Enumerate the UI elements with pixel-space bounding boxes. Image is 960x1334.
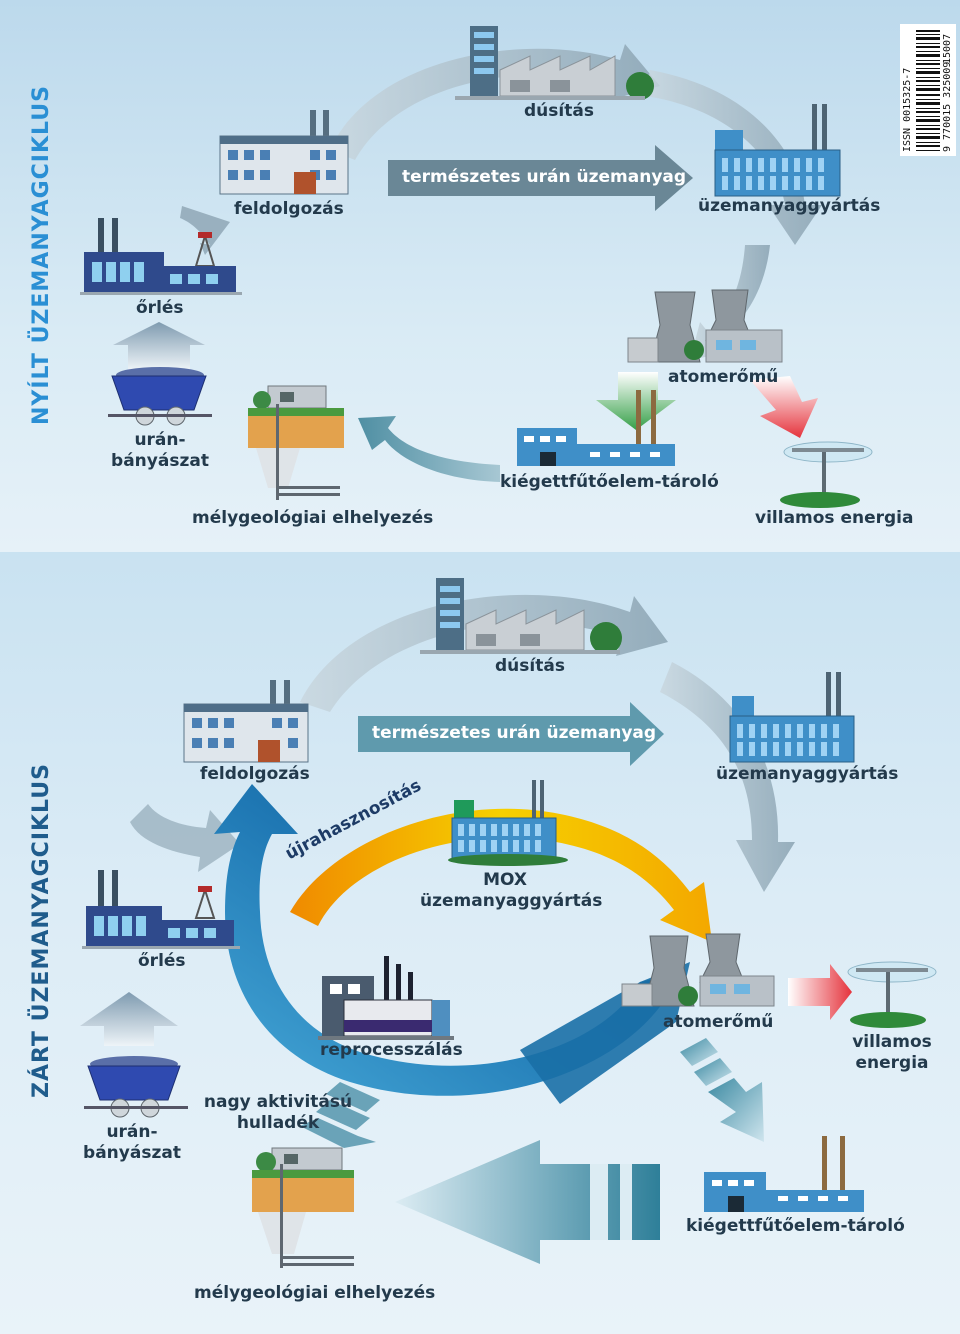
arrow-storage-stripe [620, 1164, 632, 1240]
arrow-natural-uranium [358, 702, 664, 766]
nuclear-plant-icon [621, 933, 775, 1007]
processing-plant-icon [219, 110, 349, 195]
label-mox-line1: MOX [483, 870, 527, 890]
label-high-level-waste: nagy aktivitású hulladék [200, 1092, 356, 1134]
enrichment-plant-icon [455, 26, 654, 100]
arrow-recycling [290, 808, 712, 942]
milling-plant-icon [82, 870, 240, 949]
label-fuel-fabrication: üzemanyaggyártás [716, 764, 899, 784]
label-nuclear-plant: atomerőmű [663, 1012, 774, 1032]
label-mining: urán- bányászat [108, 430, 212, 472]
arrow-milling-to-processing [180, 206, 230, 255]
milling-plant-icon [80, 218, 242, 295]
arrow-plant-to-electricity [788, 964, 852, 1020]
label-processing: feldolgozás [200, 764, 310, 784]
label-enrichment: dúsítás [495, 656, 565, 676]
mining-cart-icon [108, 367, 212, 426]
arrow-mining-to-milling [80, 992, 178, 1046]
issn-barcode: ISSN 0015325-7 9 770015 325009 15007 [900, 24, 956, 156]
closed-cycle-title: ZÁRT ÜZEMANYAGCIKLUS [29, 762, 54, 1098]
spent-fuel-storage-icon [704, 1136, 864, 1212]
mox-plant-icon [448, 780, 568, 866]
open-cycle-title: NYÍLT ÜZEMANYAGCIKLUS [29, 85, 54, 425]
label-electricity: villamos energia [755, 508, 914, 528]
label-mining-line2: bányászat [111, 451, 209, 471]
label-mining-line1: urán- [106, 1122, 158, 1142]
label-reprocessing: reprocesszálás [320, 1040, 463, 1060]
label-milling: őrlés [138, 951, 186, 971]
arrow-milling-to-processing [130, 804, 240, 872]
electricity-pylon-icon [847, 961, 937, 1028]
label-spent-fuel-storage: kiégettfűtőelem-tároló [686, 1216, 905, 1236]
geological-disposal-icon [248, 385, 344, 500]
barcode-issn: ISSN 0015325-7 [902, 67, 913, 152]
open-cycle-panel: NYÍLT ÜZEMANYAGCIKLUS dúsítás feldolgozá… [0, 0, 960, 552]
label-natural-uranium: természetes urán üzemanyag [402, 167, 687, 187]
geological-disposal-icon [252, 1147, 354, 1268]
arrow-plant-to-storage [680, 1038, 764, 1142]
open-cycle-diagram [80, 26, 873, 508]
arrow-mining-to-milling [113, 322, 205, 370]
arrow-reprocessing-to-hlw [300, 1082, 380, 1148]
arrow-storage-stripe [590, 1164, 608, 1240]
label-hlw-line1: nagy aktivitású [203, 1092, 353, 1112]
spent-fuel-storage-icon [517, 390, 675, 466]
reprocessing-plant-icon [318, 956, 454, 1040]
label-mining-line1: urán- [134, 430, 186, 450]
barcode-bars [916, 30, 940, 151]
label-natural-uranium: természetes urán üzemanyag [372, 723, 657, 743]
label-mox: MOX üzemanyaggyártás [420, 870, 603, 912]
label-processing: feldolgozás [234, 199, 344, 219]
label-electricity: villamos energia [842, 1032, 942, 1074]
label-mining: urán- bányászat [80, 1122, 184, 1164]
arrow-storage-to-disposal [358, 416, 500, 482]
enrichment-plant-icon [420, 578, 622, 654]
label-electricity-line2: energia [855, 1053, 929, 1073]
fuel-fabrication-plant-icon [714, 104, 841, 197]
label-electricity-line1: villamos [852, 1032, 932, 1052]
closed-cycle-panel: ZÁRT ÜZEMANYAGCIKLUS dúsítás feldolgozás… [0, 552, 960, 1334]
arrow-natural-uranium [388, 145, 693, 211]
label-mox-line2: üzemanyaggyártás [420, 891, 603, 911]
closed-cycle-diagram [80, 578, 937, 1268]
label-mining-line2: bányászat [83, 1143, 181, 1163]
label-enrichment: dúsítás [524, 101, 594, 121]
label-geological-disposal: mélygeológiai elhelyezés [194, 1283, 436, 1303]
label-nuclear-plant: atomerőmű [668, 367, 779, 387]
label-geological-disposal: mélygeológiai elhelyezés [192, 508, 434, 528]
fuel-fabrication-plant-icon [729, 672, 855, 763]
arrow-fabrication-to-plant [660, 662, 795, 892]
processing-plant-icon [183, 680, 309, 763]
label-hlw-line2: hulladék [236, 1113, 320, 1133]
label-fuel-fabrication: üzemanyaggyártás [698, 196, 881, 216]
arrow-reprocessing-cycle [214, 784, 680, 1096]
label-spent-fuel-storage: kiégettfűtőelem-tároló [500, 472, 719, 492]
mining-cart-icon [84, 1056, 188, 1118]
label-milling: őrlés [136, 298, 184, 318]
barcode-digits: 9 770015 325009 [942, 61, 953, 152]
nuclear-plant-icon [627, 289, 783, 363]
barcode-addon: 15007 [942, 33, 953, 64]
arrow-plant-to-electricity [750, 376, 818, 438]
electricity-pylon-icon [780, 441, 873, 508]
